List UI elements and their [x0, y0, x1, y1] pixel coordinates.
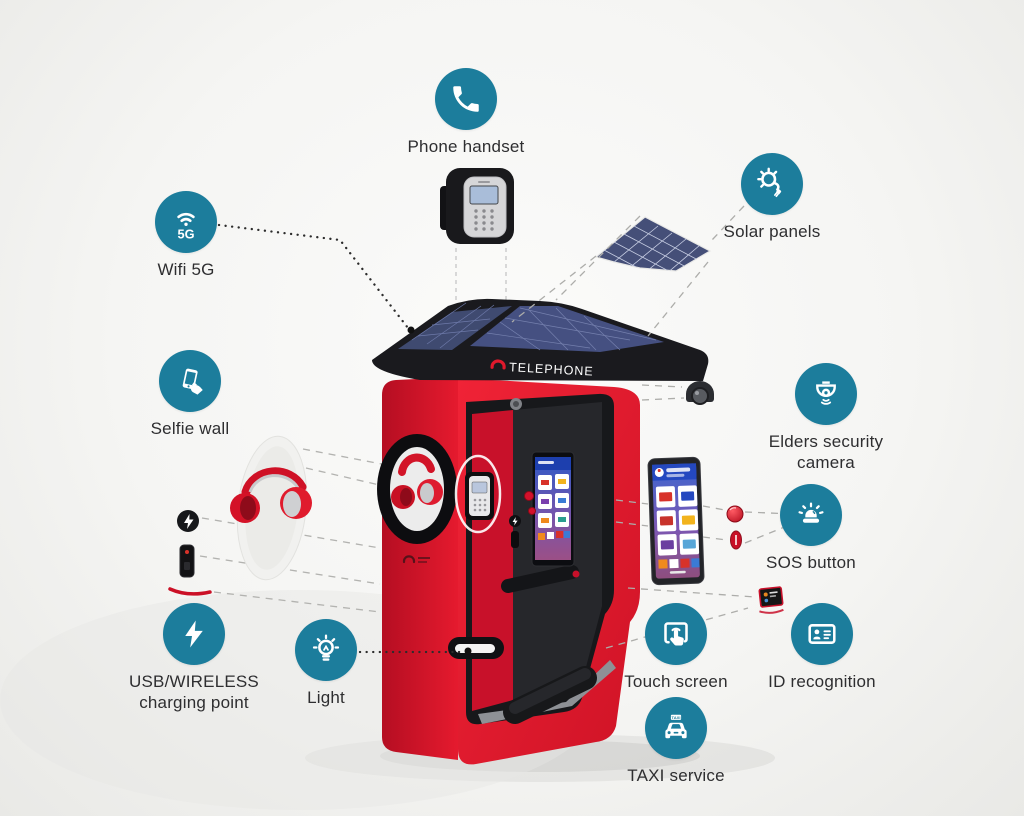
callout-phone-handset: Phone handset [381, 68, 551, 158]
solar-array-floating [594, 216, 712, 272]
callout-elders-security-camera: Elders security camera [741, 363, 911, 473]
callout-label: ID recognition [768, 672, 876, 691]
dotted-pointers [217, 223, 466, 654]
siren-icon [780, 484, 842, 546]
solar-sun-plug-icon [741, 153, 803, 215]
callout-label: Light [307, 688, 345, 707]
callout-light: Light [241, 619, 411, 709]
booth-body [377, 377, 640, 765]
handset-logo-icon [490, 359, 506, 370]
touch-gesture-icon [645, 603, 707, 665]
dome-camera-icon [795, 363, 857, 425]
callout-wifi-5g: 5G Wifi 5G [101, 191, 271, 281]
callout-id-recognition: ID recognition [737, 603, 907, 693]
callout-sos-button: SOS button [741, 484, 881, 574]
roof-sign-text: TELEPHONE [509, 360, 594, 378]
porthole-headphones [391, 453, 443, 509]
callout-label: Wifi 5G [157, 260, 215, 279]
lightning-bolt-icon [163, 603, 225, 665]
wifi-5g-text: 5G [177, 226, 194, 241]
callout-taxi-service: TAXI TAXI service [591, 697, 761, 787]
callout-usb-wireless-charging: USB/WIRELESS charging point [104, 603, 284, 713]
wifi-pointer-dot [407, 326, 415, 334]
taxi-sign-text: TAXI [672, 715, 681, 720]
phone-in-hand-icon [159, 350, 221, 412]
interior-touch-screen [531, 451, 575, 567]
callout-label: Selfie wall [150, 419, 230, 438]
wifi-icon: 5G [155, 191, 217, 253]
roof-sign: TELEPHONE [490, 359, 594, 379]
callout-selfie-wall: Selfie wall [105, 350, 275, 440]
handset-unit-floating [440, 168, 514, 302]
callout-label: USB/WIRELESS charging point [129, 672, 259, 712]
id-reader-floating [758, 586, 784, 614]
tablet-floating [647, 456, 705, 586]
callout-label: Elders security camera [768, 432, 884, 472]
sos-buttons-floating [726, 505, 744, 550]
callout-label: Solar panels [723, 222, 821, 241]
callout-label: Touch screen [624, 672, 728, 691]
dome-camera-floating [686, 381, 714, 405]
id-card-icon [791, 603, 853, 665]
callout-touch-screen: Touch screen [591, 603, 761, 693]
connector-lines-left [199, 448, 393, 613]
headphones-floating [230, 435, 312, 581]
interior-phone-unit [465, 472, 494, 520]
booth-roof: TELEPHONE [372, 298, 709, 381]
phone-icon [435, 68, 497, 130]
callout-label: Phone handset [407, 137, 525, 156]
callout-label: SOS button [766, 553, 856, 572]
taxi-car-icon: TAXI [645, 697, 707, 759]
charging-parts-floating [168, 510, 212, 596]
callout-solar-panels: Solar panels [687, 153, 857, 243]
light-pointer-dot [464, 647, 472, 655]
side-logo [402, 555, 430, 564]
callout-label: TAXI service [627, 766, 725, 785]
light-bulb-icon [295, 619, 357, 681]
